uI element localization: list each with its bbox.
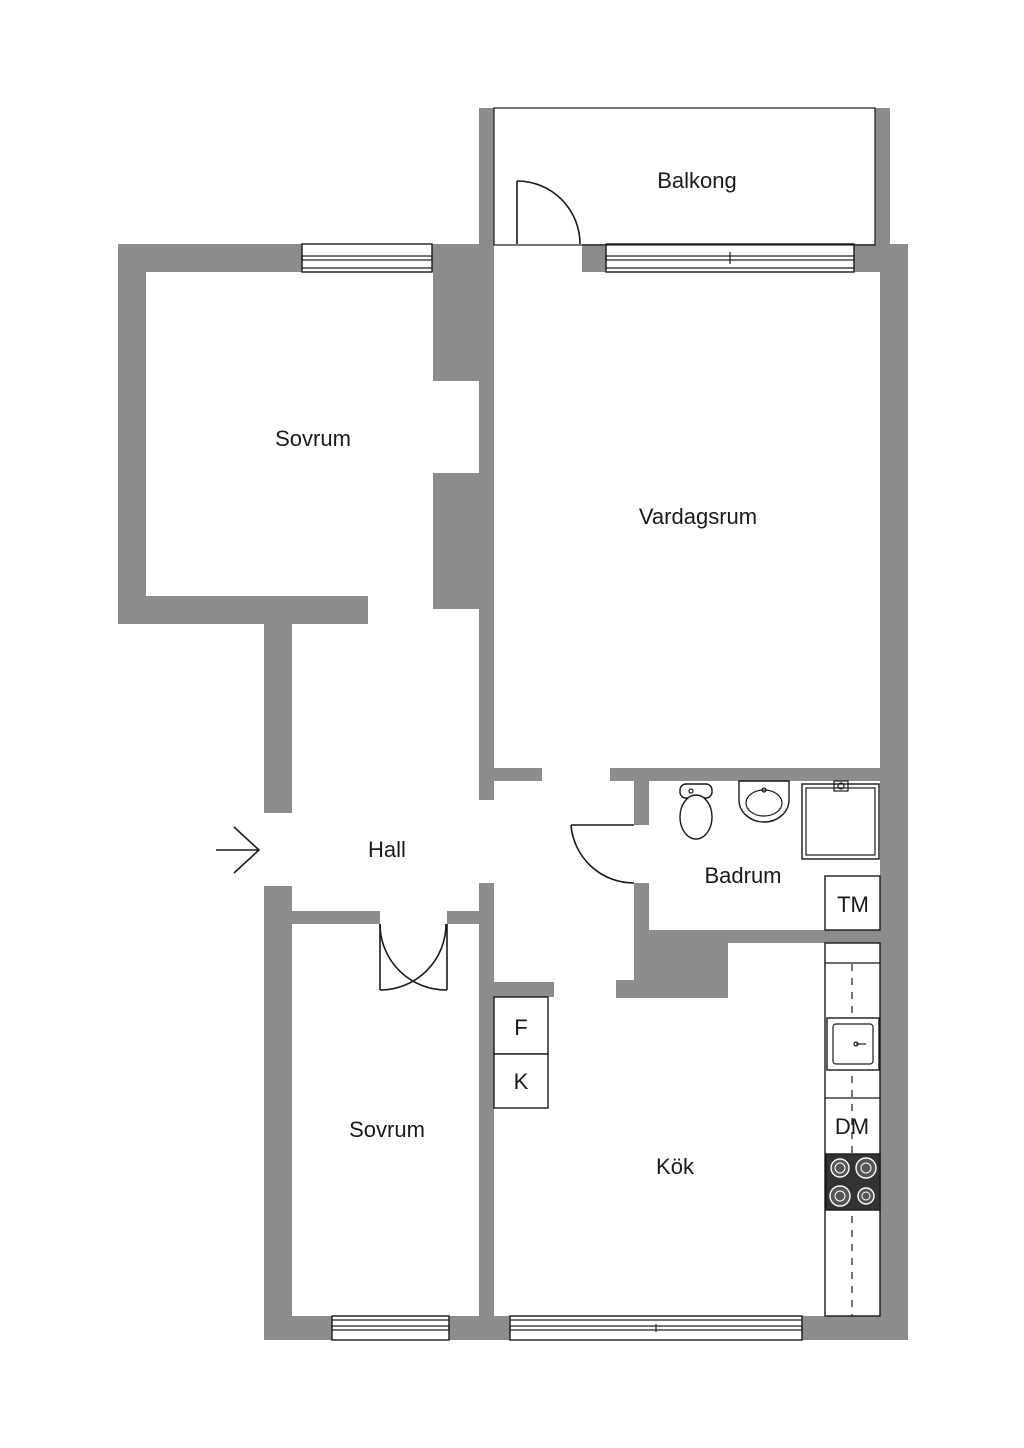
shower-icon [801, 780, 880, 860]
washbasin-icon [738, 780, 790, 823]
tm-cabinet: TM [824, 875, 881, 931]
window-icon [509, 1315, 803, 1341]
wall [433, 596, 494, 609]
wall [447, 911, 479, 924]
stove-icon [825, 1153, 881, 1211]
wall [292, 911, 380, 924]
wall [494, 982, 554, 997]
sink-icon [826, 1017, 880, 1071]
toilet-icon [679, 783, 713, 840]
wall [802, 1316, 908, 1340]
doors [216, 180, 635, 991]
wall [264, 1316, 332, 1340]
wall [479, 108, 494, 272]
wall [582, 244, 606, 272]
window-icon [605, 243, 855, 273]
room-label-sovrum-top: Sovrum [275, 426, 351, 451]
freezer-cabinet: K [493, 1053, 549, 1109]
room-label-kok: Kök [656, 1154, 695, 1179]
wall [118, 596, 368, 624]
room-label-balkong: Balkong [657, 168, 737, 193]
door-swing-icon [516, 180, 581, 245]
closet-outline [433, 473, 479, 597]
wall [880, 244, 908, 1340]
f-label: F [514, 1015, 527, 1040]
tm-label: TM [837, 892, 869, 917]
wall [634, 781, 649, 825]
entrance-arrow-icon [216, 826, 261, 874]
kitchen-fixtures: DM F K [493, 942, 881, 1317]
dm-dishwasher: DM [835, 1114, 869, 1139]
bathroom-fixtures: TM [679, 780, 881, 931]
room-label-badrum: Badrum [704, 863, 781, 888]
walls [118, 108, 908, 1340]
room-label-vardagsrum: Vardagsrum [639, 504, 757, 529]
wall [494, 768, 542, 781]
wall [264, 886, 292, 1340]
window-icon [301, 243, 433, 273]
wall [118, 244, 302, 272]
closet-outline [433, 272, 479, 381]
wall [616, 980, 728, 998]
windows [301, 107, 876, 1341]
wall [610, 768, 880, 781]
door-swing-icon [379, 923, 448, 991]
dm-label: DM [835, 1114, 869, 1139]
window-icon [331, 1315, 450, 1341]
wall [479, 883, 494, 1340]
wall [875, 108, 890, 245]
wall [479, 244, 494, 800]
room-labels: Balkong Sovrum Vardagsrum Hall Badrum So… [275, 168, 781, 1179]
wall [118, 244, 146, 624]
wall [634, 883, 649, 998]
door-swing-icon [570, 824, 635, 884]
room-label-hall: Hall [368, 837, 406, 862]
k-label: K [514, 1069, 529, 1094]
wall [449, 1316, 510, 1340]
room-label-sovrum-bottom: Sovrum [349, 1117, 425, 1142]
fridge-cabinet: F [493, 996, 549, 1055]
wall [264, 608, 292, 813]
balcony-railing [493, 107, 876, 246]
